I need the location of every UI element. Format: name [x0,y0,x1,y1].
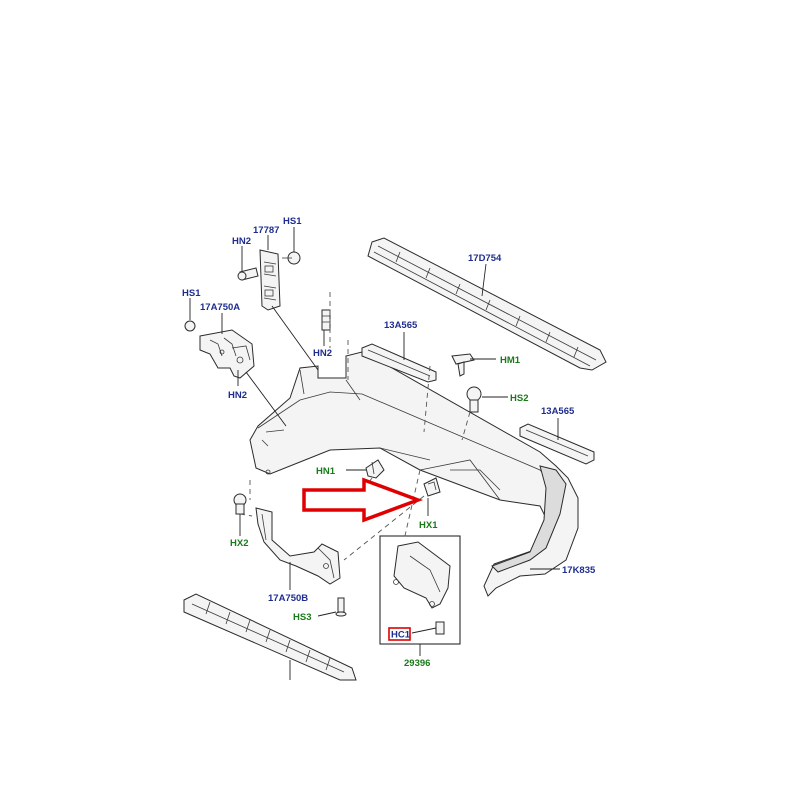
label-13a565-right: 13A565 [541,406,575,417]
callout-arrow-icon [302,477,424,523]
label-29396: 29396 [404,658,430,669]
label-hn2-left: HN2 [228,390,247,401]
pin-hn2-mid [321,309,331,331]
screw-hn2-top [237,267,259,281]
label-hn2-top: HN2 [232,236,251,247]
clip-hx1 [423,477,441,497]
label-17a750a: 17A750A [200,302,240,313]
clip-hs1-top [282,251,301,265]
reflector-13a565-left [361,343,437,383]
labels: HS1 17787 HN2 HS1 17A750A HN2 HN2 17D754… [182,216,596,669]
bracket-17787 [259,249,281,311]
leader-lines [189,227,560,680]
pushpin-hm1 [451,353,475,377]
bracket-17a750b [255,507,341,585]
reflector-13a565-right [519,423,595,465]
label-hn1: HN1 [316,466,336,477]
label-hs2: HS2 [510,393,528,404]
clip-hx2 [233,493,247,515]
reinforcement-bar-17d754 [367,237,607,371]
label-17k835: 17K835 [562,565,596,576]
inset-29396-box [379,535,461,645]
label-17d754: 17D754 [468,253,502,264]
label-hc1: HC1 [391,630,411,641]
bumper-cover [249,351,579,597]
label-17787: 17787 [253,225,279,236]
label-hs1-top: HS1 [283,216,302,227]
label-17a750b: 17A750B [268,593,308,604]
screw-hs3 [335,597,347,617]
dashed-guide-lines [239,292,471,561]
lower-bumper-strip [183,593,357,681]
label-hm1: HM1 [500,355,521,366]
label-hx1: HX1 [419,520,438,531]
label-hx2: HX2 [230,538,248,549]
clip-hs1-left [184,320,196,332]
label-hs1-left: HS1 [182,288,201,299]
bracket-17a750a [199,329,255,379]
clip-hn1 [365,459,385,479]
label-13a565-left: 13A565 [384,320,418,331]
label-hn2-mid: HN2 [313,348,332,359]
clip-hs2 [466,386,482,413]
hc1-highlight-box [388,627,411,641]
label-hs3: HS3 [293,612,311,623]
